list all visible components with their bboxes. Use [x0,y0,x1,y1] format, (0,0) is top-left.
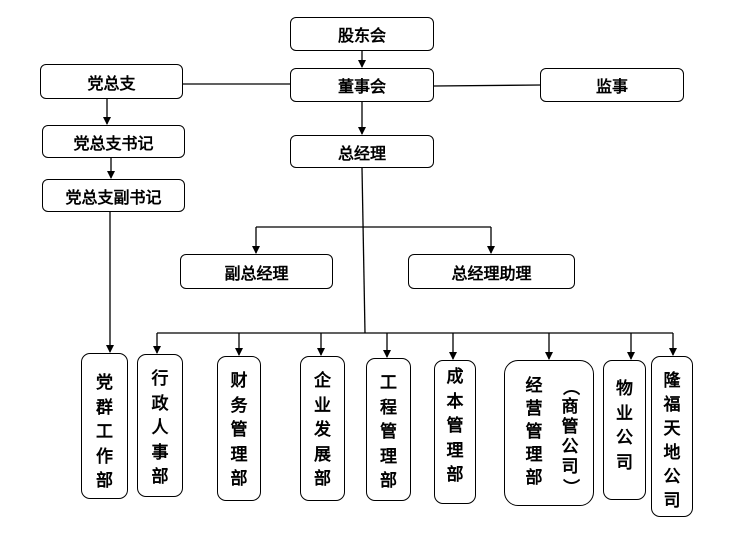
char: 管 [380,422,397,442]
char: 隆 [663,371,681,391]
dept-admin-hr: 行 政 人 事 部 [137,354,183,497]
node-party-branch: 党总支 [40,64,183,99]
dept-cost: 成 本 管 理 部 [434,360,476,504]
node-label: 总经理 [337,143,386,163]
node-label: 监事 [595,77,628,96]
char: 管 [561,417,579,437]
char: 理 [525,445,543,465]
char: 业 [616,403,633,424]
dept-longfu: 隆 福 天 地 公 司 [651,356,693,517]
char: 企 [314,371,331,391]
char: 管 [525,422,543,442]
char: 部 [230,469,248,489]
char: （ [560,378,580,396]
node-party-deputy-secretary: 党总支副书记 [42,179,185,212]
node-shareholders: 股东会 [290,17,434,51]
node-party-secretary: 党总支书记 [42,125,185,158]
char: 部 [446,465,464,485]
node-label: 股东会 [337,26,386,45]
char: 本 [446,391,464,412]
node-board: 董事会 [290,68,434,102]
char: 事 [151,442,169,463]
char: 务 [230,395,248,416]
char: 业 [314,395,331,416]
char: 作 [96,446,113,467]
char: 经 [525,376,543,396]
char: 管 [230,420,248,440]
char: 理 [380,446,397,467]
char: 福 [663,395,681,415]
char: 部 [96,471,113,491]
char: 政 [151,393,169,414]
node-gm-assistant: 总经理助理 [408,254,575,289]
node-label: 董事会 [337,77,386,96]
node-label: 总经理助理 [451,263,532,283]
char: 天 [663,419,681,439]
char: 部 [314,469,331,489]
char: 司 [616,452,633,473]
node-label: 党总支副书记 [65,187,162,207]
node-deputy-gm: 副总经理 [180,254,333,289]
char: 部 [380,471,397,491]
char: ） [560,478,580,496]
node-gm: 总经理 [290,135,434,168]
dept-engineering: 工 程 管 理 部 [366,358,411,501]
char: 程 [380,397,397,418]
char: 公 [616,428,633,448]
char: 商 [561,397,579,417]
char: 党 [96,373,113,393]
char: 地 [663,443,681,463]
char: 人 [151,418,169,438]
char: 行 [151,369,169,389]
node-label: 党总支 [87,73,136,93]
char: 物 [616,379,633,399]
char: 群 [96,397,113,418]
node-supervisor: 监事 [540,68,684,102]
char: 部 [525,468,543,488]
char: 工 [96,422,113,442]
char: 成 [446,367,464,387]
char: 理 [446,440,464,461]
char: 部 [151,467,169,487]
char: 司 [561,457,579,477]
dept-enterprise-dev: 企 业 发 展 部 [300,356,345,501]
char: 公 [561,437,579,457]
char: 财 [230,371,248,391]
char: 公 [663,467,681,487]
dept-business-mgmt: 经 营 管 理 部 （ 商 管 公 司 ） [504,360,594,506]
char: 理 [230,444,248,465]
char: 发 [314,420,331,440]
char: 营 [525,399,543,419]
node-label: 副总经理 [224,263,289,283]
dept-finance: 财 务 管 理 部 [217,356,261,501]
dept-party-work: 党 群 工 作 部 [81,353,128,499]
node-label: 党总支书记 [73,133,154,153]
char: 管 [446,416,464,436]
char: 工 [380,373,397,393]
char: 司 [663,491,681,511]
dept-property: 物 业 公 司 [603,360,646,500]
char: 展 [314,444,331,465]
